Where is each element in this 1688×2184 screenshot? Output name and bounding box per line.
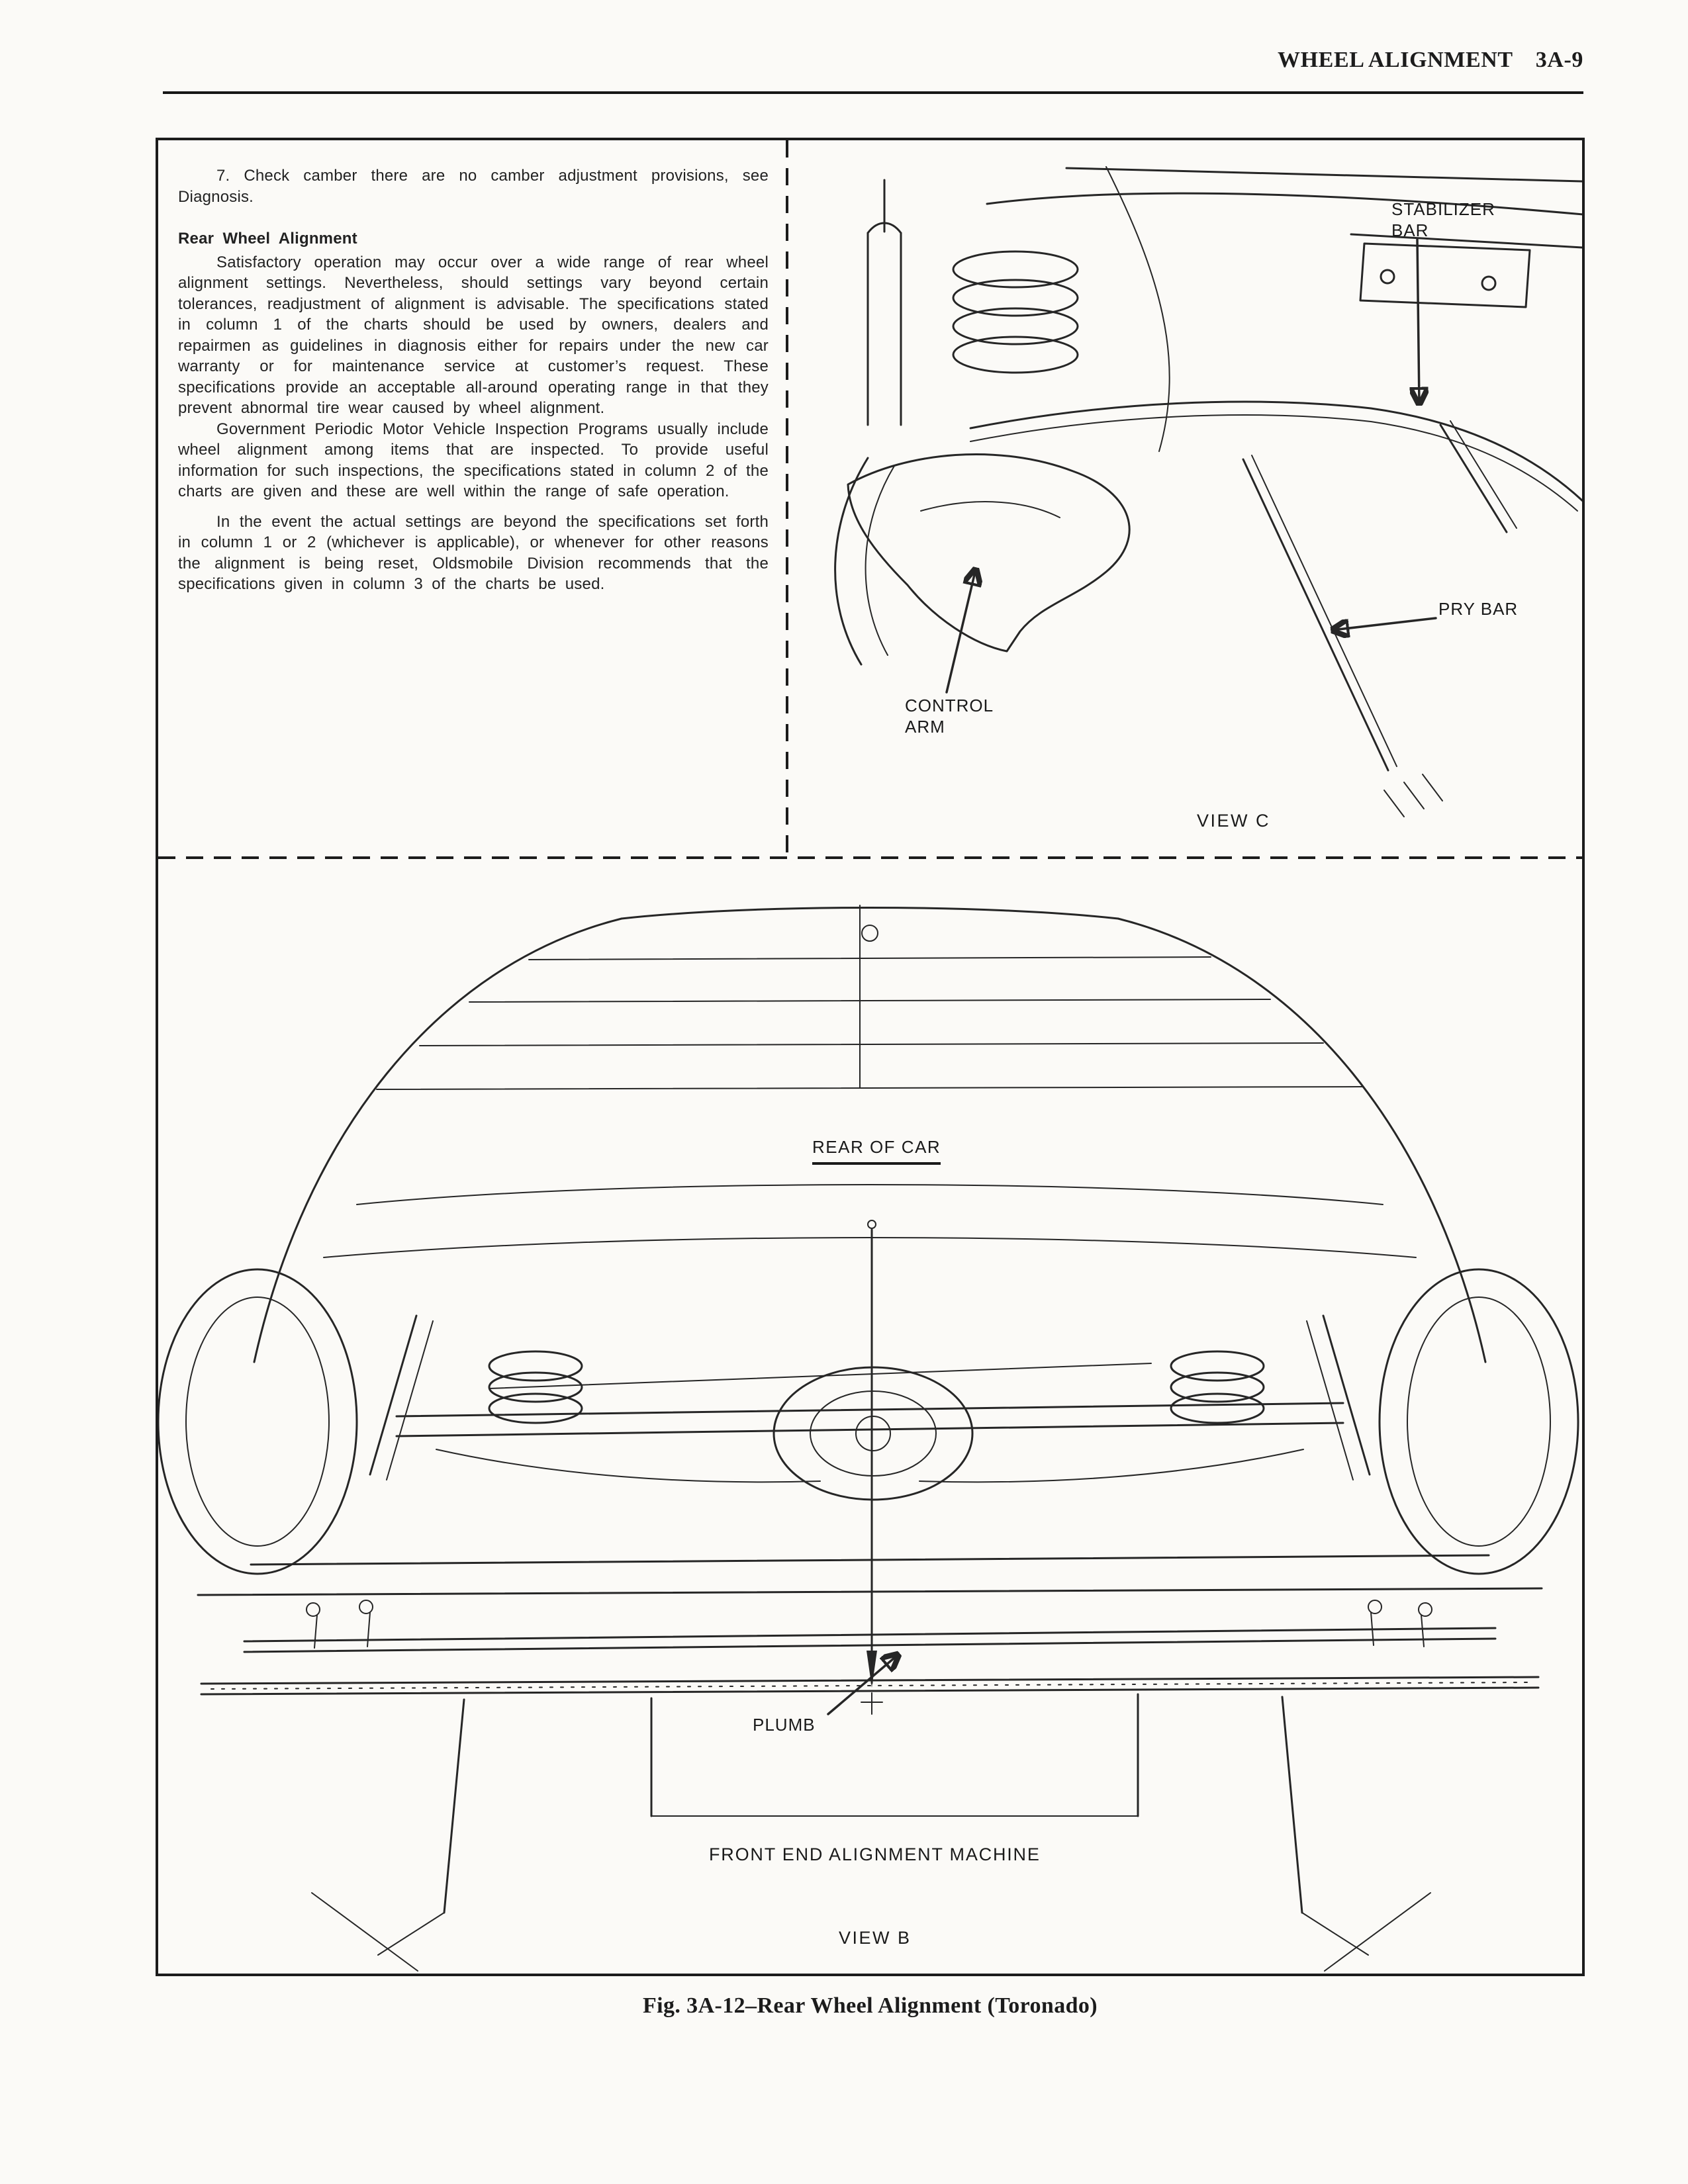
pry-bar-arrow: [1333, 617, 1437, 630]
right-tire: [1378, 1268, 1579, 1575]
pry-bar-line: [1242, 455, 1443, 817]
rear-of-car-label: REAR OF CAR: [812, 1136, 941, 1165]
coil-spring: [952, 250, 1079, 374]
left-shock: [369, 1314, 434, 1480]
text-column: 7. Check camber there are no camber adju…: [178, 165, 769, 595]
control-arm-shape: [847, 453, 1131, 653]
view-c-tag: VIEW C: [1197, 811, 1271, 831]
trailing-arms: [436, 1449, 1304, 1483]
shock-absorber: [867, 179, 902, 426]
page-header: WHEEL ALIGNMENT 3A-9: [1278, 48, 1583, 73]
rear-axle: [395, 1363, 1344, 1501]
machine-frame: [311, 1693, 1431, 1972]
header-rule: [163, 91, 1583, 94]
paragraph-1: Satisfactory operation may occur over a …: [178, 253, 769, 418]
plumb-arrow: [827, 1655, 898, 1715]
view-b-tag: VIEW B: [839, 1928, 912, 1948]
underbody: [253, 905, 1487, 1363]
rear-wheel-alignment-heading: Rear Wheel Alignment: [178, 230, 357, 248]
control-arm-arrow: [945, 569, 976, 694]
tire: [834, 457, 895, 666]
plumb-line: [861, 1220, 883, 1715]
content-box: 7. Check camber there are no camber adju…: [156, 138, 1585, 1976]
control-arm-label: CONTROL ARM: [905, 696, 994, 737]
alignment-machine-label: FRONT END ALIGNMENT MACHINE: [709, 1844, 1041, 1864]
vertical-dashed-divider: [786, 140, 788, 859]
paragraph-2: Government Periodic Motor Vehicle Inspec…: [178, 420, 769, 501]
plumb-label: PLUMB: [753, 1715, 816, 1735]
page-number: 3A-9: [1535, 48, 1583, 72]
left-coil-spring: [488, 1350, 583, 1424]
step-7-text: 7. Check camber there are no camber adju…: [178, 167, 769, 206]
view-b-illustration: [158, 905, 1579, 1972]
pry-bar-label: PRY BAR: [1438, 599, 1519, 619]
left-tire: [158, 1268, 358, 1575]
right-coil-spring: [1170, 1350, 1265, 1424]
horizontal-dashed-divider: [158, 856, 1582, 859]
stabilizer-bar-line: [969, 400, 1582, 533]
right-shock: [1306, 1314, 1371, 1480]
stabilizer-bar-label: STABILIZER BAR: [1391, 199, 1495, 240]
view-c-illustration: [834, 166, 1582, 817]
paragraph-3: In the event the actual settings are bey…: [178, 512, 769, 594]
lift-platform: [197, 1554, 1543, 1596]
stabilizer-bar-arrow: [1417, 238, 1419, 404]
frame-rails: [986, 166, 1582, 452]
figure-caption: Fig. 3A-12–Rear Wheel Alignment (Toronad…: [642, 1993, 1098, 2018]
alignment-rails: [200, 1600, 1540, 1696]
page-header-title: WHEEL ALIGNMENT: [1278, 48, 1513, 72]
